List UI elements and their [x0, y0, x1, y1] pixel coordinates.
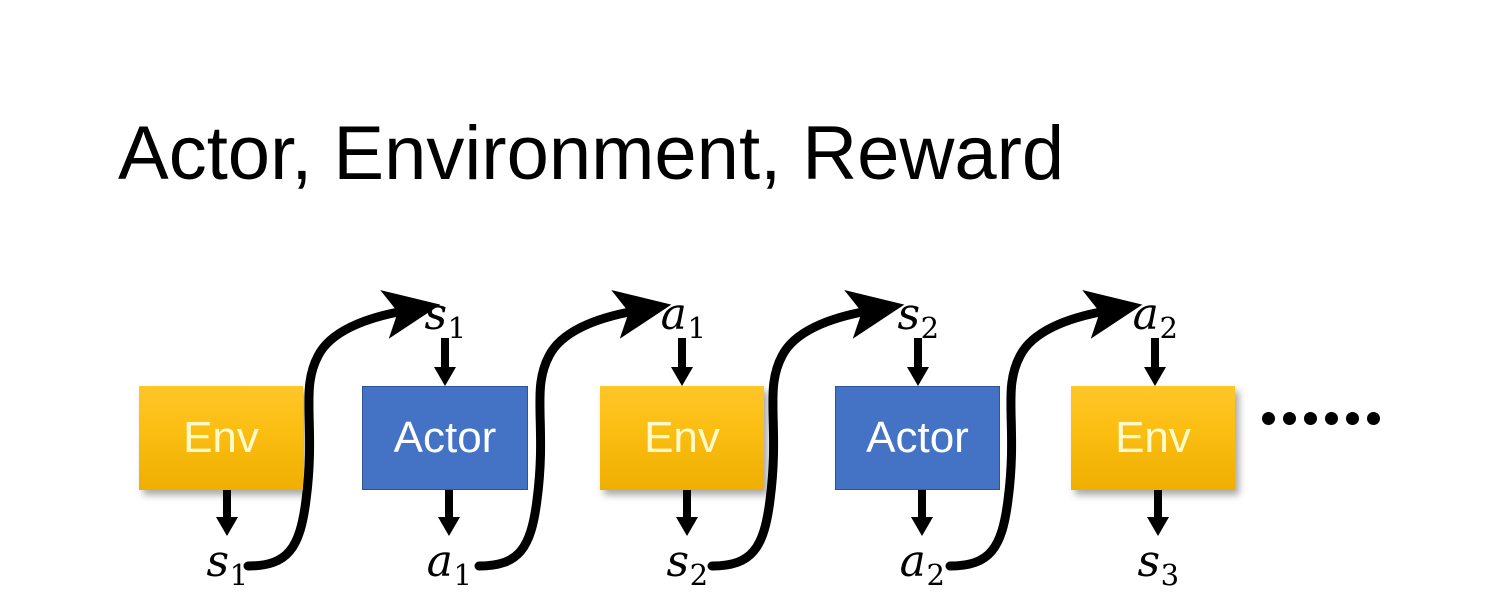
node-actor-1[interactable]: Actor	[362, 386, 528, 490]
label-input-a1: a1	[660, 289, 706, 345]
label-output-s3: s3	[1137, 536, 1180, 592]
label-input-s2: s2	[897, 289, 940, 345]
ellipsis-dot	[1346, 412, 1359, 425]
page-title: Actor, Environment, Reward	[118, 111, 1065, 196]
label-input-a2: a2	[1132, 289, 1178, 345]
node-env-1[interactable]: Env	[139, 386, 303, 490]
node-env-3[interactable]: Env	[1071, 386, 1235, 490]
node-env-2[interactable]: Env	[600, 386, 764, 490]
label-input-s1: s1	[424, 289, 467, 345]
ellipsis-dot	[1262, 412, 1275, 425]
ellipsis-dot	[1325, 412, 1338, 425]
label-output-a2: a2	[899, 536, 945, 592]
ellipsis-dot	[1367, 412, 1380, 425]
label-output-s1: s1	[206, 536, 249, 592]
label-output-s2: s2	[666, 536, 709, 592]
ellipsis-dot	[1283, 412, 1296, 425]
ellipsis-group-2	[1325, 412, 1380, 425]
continuation-ellipsis	[1262, 412, 1380, 425]
ellipsis-group-1	[1262, 412, 1317, 425]
label-output-a1: a1	[426, 536, 472, 592]
node-actor-2[interactable]: Actor	[835, 386, 1000, 490]
ellipsis-dot	[1304, 412, 1317, 425]
